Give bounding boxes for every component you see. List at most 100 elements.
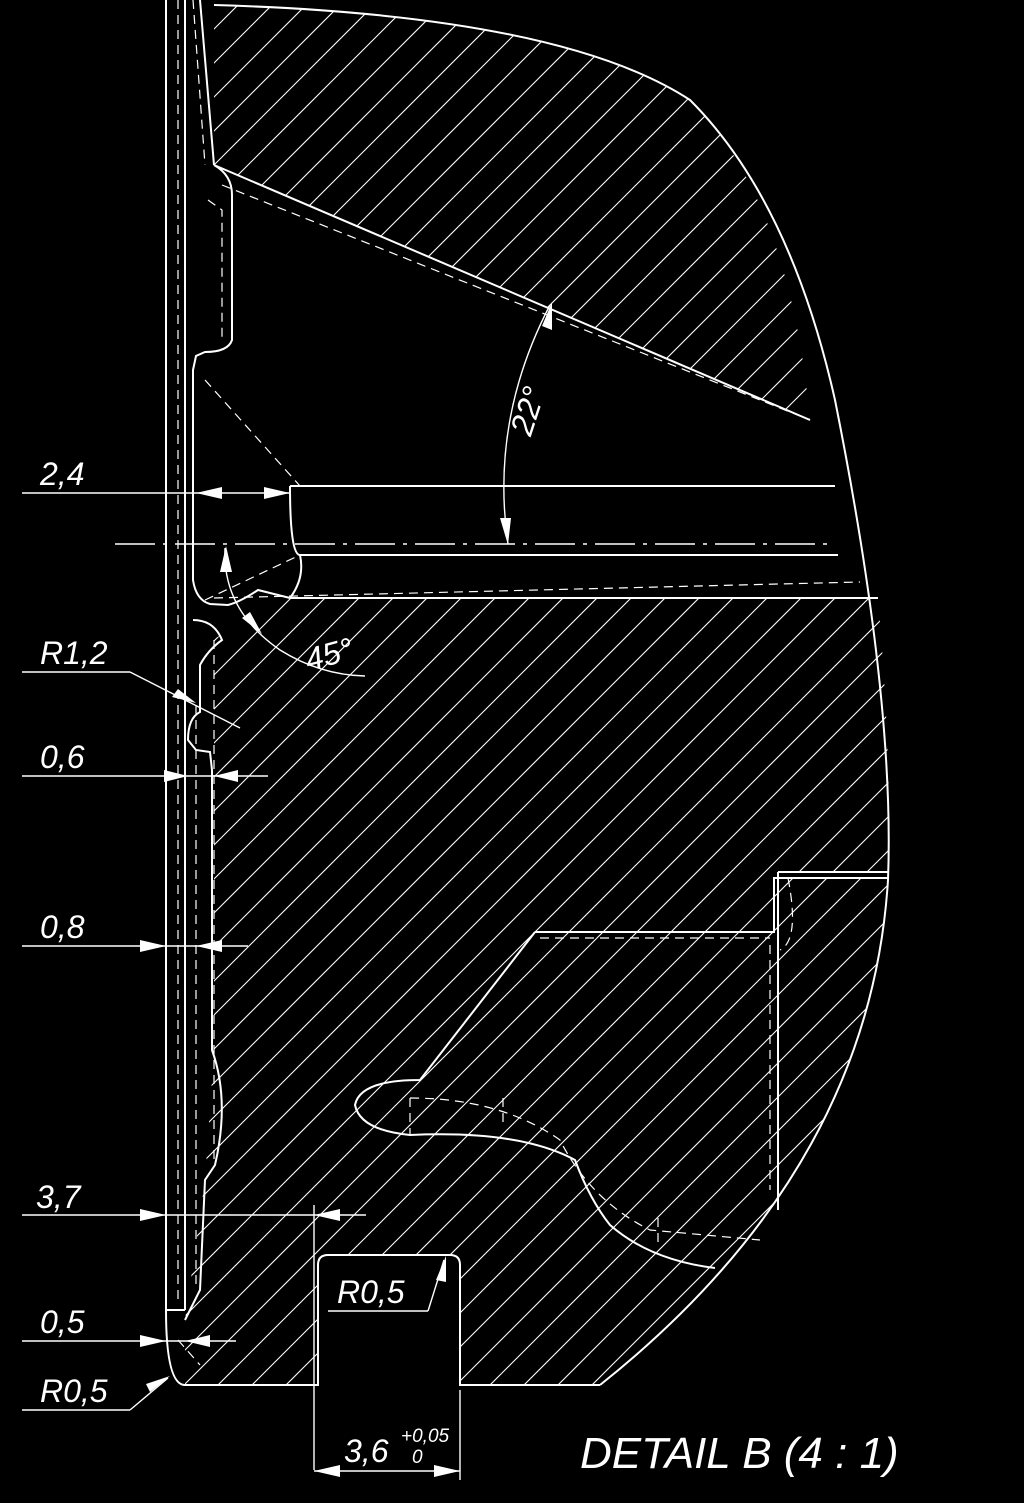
hatch-line	[214, 5, 810, 420]
hatch-line	[847, 598, 889, 1385]
hatch-line	[779, 598, 889, 1385]
hatch-line	[950, 0, 1024, 1503]
dimension-r0-5-left: R0,5	[22, 1373, 170, 1411]
hatch-line	[0, 0, 5, 1503]
dimension-label-r1-2: R1,2	[40, 635, 108, 671]
hatch-line	[201, 598, 889, 1385]
hatch-line	[916, 0, 1024, 1503]
hatch-line	[214, 5, 810, 420]
angle-label-45: 45°	[301, 631, 357, 678]
hatch-line	[813, 598, 889, 1385]
hatch-line	[371, 598, 889, 1385]
hatch-line	[0, 0, 5, 1503]
dimension-label-r0-5-left: R0,5	[40, 1373, 108, 1409]
hatch-line	[779, 5, 810, 420]
hatch-line	[0, 0, 175, 1503]
hatch-line	[950, 0, 1024, 1503]
dimension-3-6: 3,6 +0,05 0	[314, 1390, 461, 1480]
hatch-line	[984, 0, 1024, 1503]
hatch-line	[185, 598, 889, 1385]
hatch-line	[185, 598, 652, 1385]
hatch-line	[439, 598, 889, 1385]
detail-boundary-arc	[213, 4, 890, 1386]
hatch-line	[214, 5, 618, 420]
hatch-line	[711, 5, 810, 420]
hatch-line	[235, 598, 889, 1385]
hatch-line	[711, 598, 889, 1385]
hatch-line	[984, 0, 1024, 1503]
angle-22: 22°	[500, 302, 552, 545]
hatch-line	[214, 5, 754, 420]
hatch-line	[882, 0, 1024, 1503]
hatch-line	[185, 598, 889, 1385]
hatch-line	[575, 5, 810, 420]
dimension-label-3-6: 3,6	[344, 1433, 389, 1469]
hatch-line	[0, 0, 39, 1503]
angle-label-22: 22°	[503, 382, 553, 440]
hatch-line	[0, 0, 175, 1503]
hatch-line	[185, 598, 889, 1385]
hatch-line	[214, 5, 810, 420]
hatch-line	[214, 5, 652, 420]
hidden-lines	[177, 184, 861, 1366]
dimension-r0-5-slot: R0,5	[328, 1256, 446, 1312]
hatch-line	[185, 598, 618, 1385]
hatch-line	[575, 598, 889, 1385]
hatch-line	[881, 598, 889, 1385]
detail-title: DETAIL B (4 : 1)	[580, 1429, 899, 1478]
dimension-label-3-7: 3,7	[36, 1179, 82, 1215]
dimension-0-8: 0,8	[22, 909, 248, 952]
hatch-line	[848, 0, 1024, 1503]
dimension-2-4: 2,4	[22, 456, 290, 499]
hatch-line	[473, 598, 889, 1385]
dimension-label-0-5: 0,5	[40, 1304, 85, 1340]
hatch-line	[214, 5, 810, 420]
part-outline	[165, 164, 888, 1386]
hatch-line	[185, 598, 889, 1385]
hatch-line	[185, 598, 856, 1385]
dimension-label-r0-5-slot: R0,5	[337, 1274, 405, 1310]
hatch-line	[185, 598, 889, 1385]
angle-45: 45°	[220, 546, 366, 678]
tolerance-upper: +0,05	[401, 1426, 450, 1447]
dimension-label-0-8: 0,8	[40, 909, 85, 945]
hatch-line	[185, 598, 889, 1385]
hatch-line	[916, 0, 1024, 1503]
hatch-line	[214, 5, 788, 420]
hatch-line	[214, 5, 810, 420]
hatch-line	[643, 598, 889, 1385]
hatch-line	[337, 598, 889, 1385]
left-wall-outline	[165, 0, 215, 1311]
tolerance-lower: 0	[412, 1447, 423, 1468]
hatch-line	[1018, 0, 1024, 1503]
hatch-line	[0, 0, 39, 1503]
hatch-line	[643, 5, 810, 420]
dimension-r1-2: R1,2	[22, 635, 241, 729]
dimension-label-0-6: 0,6	[40, 739, 85, 775]
hatch-line	[814, 0, 1024, 1503]
dimension-0-6: 0,6	[22, 739, 268, 782]
hatch-line	[1018, 0, 1024, 1503]
hatch-line	[214, 5, 720, 420]
dimension-label-2-4: 2,4	[39, 456, 84, 492]
hatch-line	[303, 598, 889, 1385]
dimension-0-5: 0,5	[22, 1304, 236, 1347]
dimension-3-7: 3,7	[22, 1179, 366, 1470]
hatch-line	[214, 5, 686, 420]
